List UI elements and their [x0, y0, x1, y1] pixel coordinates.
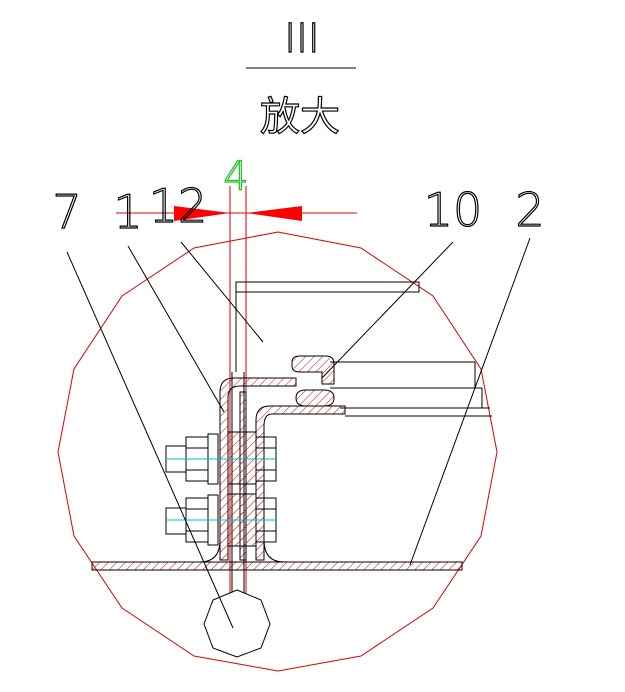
dimension-arrow-left — [174, 206, 230, 221]
bracket-right — [255, 405, 346, 561]
title-roman-numeral: III — [284, 16, 319, 62]
leader-2 — [409, 237, 531, 566]
dimension-value: 4 — [223, 154, 248, 200]
callout-10: 10 — [424, 183, 483, 237]
bolt-upper — [165, 431, 277, 485]
callouts: 7 1 12 10 2 — [52, 178, 545, 239]
dimension-4: 4 — [116, 153, 357, 602]
top-plate-outline — [235, 281, 420, 293]
bolt-lower — [165, 493, 277, 547]
callout-12: 12 — [149, 179, 208, 233]
assembly — [91, 281, 492, 658]
detail-title: III 放大 — [246, 15, 356, 141]
callout-1: 1 — [113, 185, 142, 239]
callout-7: 7 — [52, 185, 81, 239]
bolt-lower-head — [165, 507, 187, 535]
top-box-gap — [244, 292, 419, 302]
bolt-upper-clamp — [227, 431, 257, 485]
rod-end-nut — [203, 589, 271, 658]
base-plate — [91, 561, 463, 571]
callout-2: 2 — [515, 183, 544, 237]
leader-12 — [180, 241, 264, 343]
bend-bottom-left — [199, 539, 221, 563]
dimension-arrow-right — [246, 206, 302, 221]
seal-upper — [291, 355, 335, 385]
title-subtitle: 放大 — [260, 94, 340, 140]
leader-1 — [127, 245, 225, 413]
leader-10 — [321, 241, 454, 379]
bend-bottom-right — [263, 539, 285, 563]
detail-boundary — [57, 231, 498, 672]
leader-lines — [66, 237, 531, 629]
seal-lower — [295, 389, 335, 407]
leader-7 — [66, 251, 234, 629]
